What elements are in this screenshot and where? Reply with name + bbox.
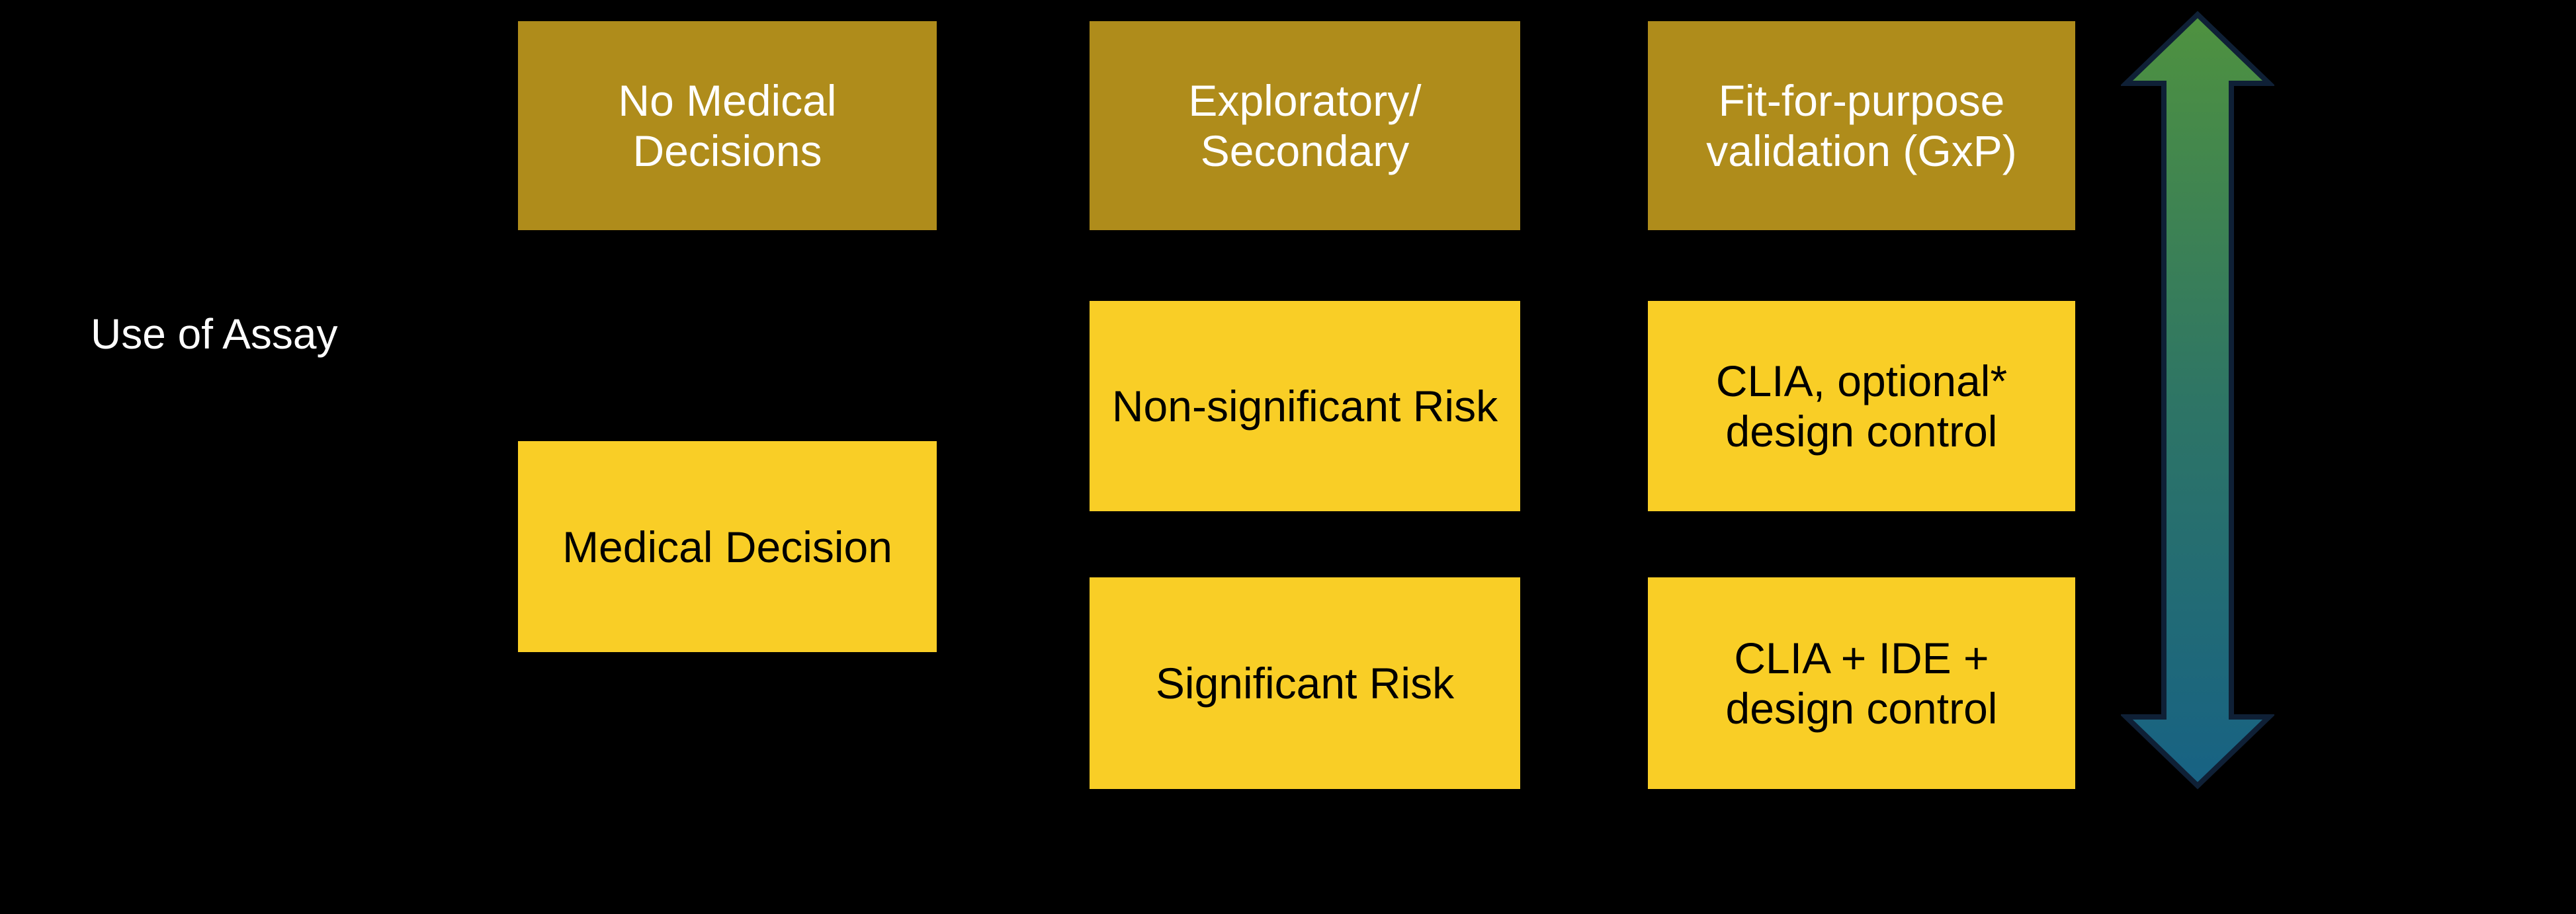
box-medical-decision: Medical Decision (518, 441, 937, 652)
risk-gradient-arrow (2120, 9, 2276, 791)
box-exploratory-secondary-label: Exploratory/ Secondary (1188, 76, 1422, 175)
box-no-medical-decisions: No Medical Decisions (518, 21, 937, 230)
box-clia-ide-design-control: CLIA + IDE + design control (1648, 577, 2075, 789)
box-fit-for-purpose-validation: Fit-for-purpose validation (GxP) (1648, 21, 2075, 230)
box-significant-risk: Significant Risk (1090, 577, 1520, 789)
box-no-medical-decisions-label: No Medical Decisions (618, 76, 837, 175)
box-medical-decision-label: Medical Decision (562, 522, 892, 571)
box-non-significant-risk: Non-significant Risk (1090, 301, 1520, 511)
box-clia-optional-design-control-label: CLIA, optional* design control (1715, 356, 2008, 456)
box-non-significant-risk-label: Non-significant Risk (1111, 382, 1498, 431)
double-arrow-icon (2120, 11, 2276, 790)
box-exploratory-secondary: Exploratory/ Secondary (1090, 21, 1520, 230)
box-fit-for-purpose-validation-label: Fit-for-purpose validation (GxP) (1706, 76, 2017, 175)
box-clia-optional-design-control: CLIA, optional* design control (1648, 301, 2075, 511)
double-arrow-shape (2120, 11, 2276, 790)
use-of-assay-label: Use of Assay (91, 310, 338, 358)
box-significant-risk-label: Significant Risk (1155, 659, 1455, 708)
box-clia-ide-design-control-label: CLIA + IDE + design control (1725, 634, 1998, 733)
